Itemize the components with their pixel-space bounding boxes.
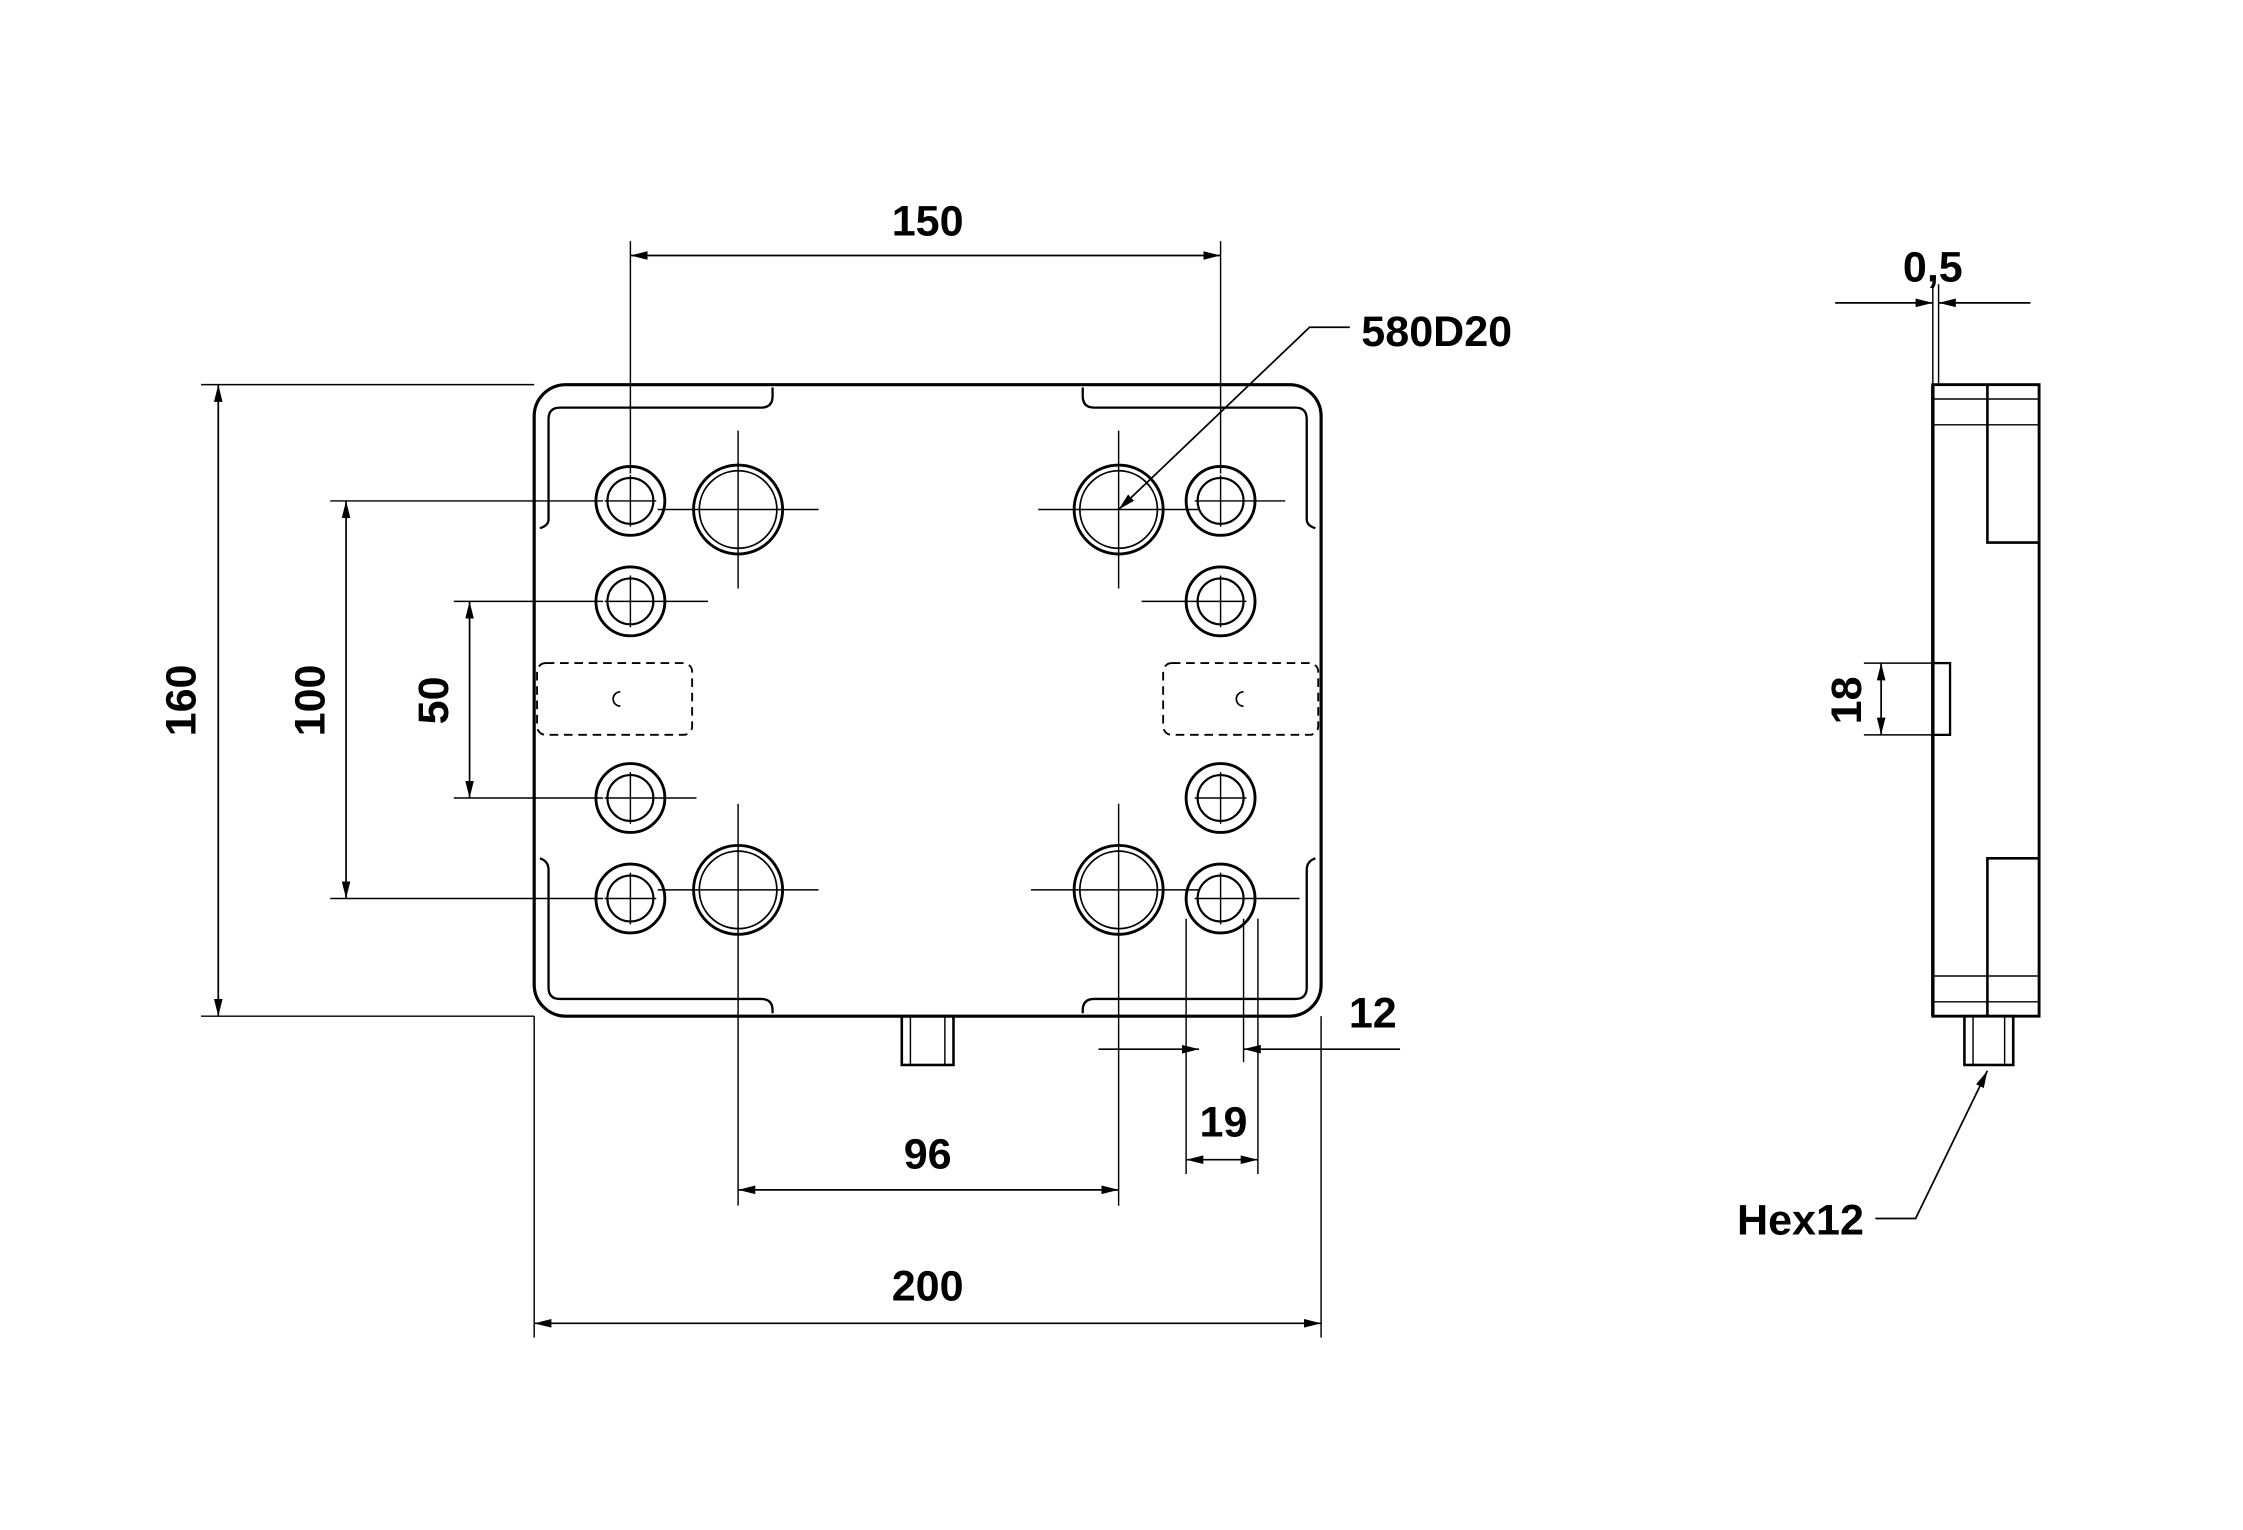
dim-label-19: 19 xyxy=(1200,1099,1248,1147)
slot-right-mark xyxy=(1235,690,1244,708)
dim-label-96: 96 xyxy=(904,1130,952,1178)
side-dimension-lines xyxy=(1835,284,2031,1220)
side-key xyxy=(1931,661,1952,737)
dim-label-100: 100 xyxy=(287,665,335,737)
plate-outline xyxy=(532,383,1323,1018)
bottom-connector xyxy=(900,1014,955,1067)
side-plate xyxy=(1931,383,2041,1018)
slot-right xyxy=(1162,662,1320,736)
centerlines xyxy=(604,430,1300,976)
front-view xyxy=(532,383,1323,1067)
dim-label-0-5: 0,5 xyxy=(1903,243,1963,291)
dim-label-160: 160 xyxy=(157,665,205,737)
dimension-labels: 150 160 100 50 200 96 12 19 580D20 0,5 1… xyxy=(157,197,1962,1310)
callout-580d20: 580D20 xyxy=(1361,308,1512,356)
plate-inner-contour xyxy=(539,387,1316,1014)
hex-stud xyxy=(1963,1014,2015,1067)
dim-label-200: 200 xyxy=(892,1262,964,1310)
dim-label-50: 50 xyxy=(410,676,458,724)
dim-label-150: 150 xyxy=(892,197,964,245)
extension-lines xyxy=(201,241,1322,1338)
leader-hex12 xyxy=(1875,1070,1989,1220)
dim-label-12: 12 xyxy=(1349,990,1397,1038)
leader-580d20 xyxy=(1118,326,1350,511)
callout-hex12: Hex12 xyxy=(1737,1196,1864,1244)
side-view xyxy=(1931,383,2041,1067)
dimension-lines xyxy=(213,251,1401,1328)
dim-label-18: 18 xyxy=(1823,676,1871,724)
slot-left xyxy=(536,662,694,736)
slot-left-mark xyxy=(612,690,621,708)
